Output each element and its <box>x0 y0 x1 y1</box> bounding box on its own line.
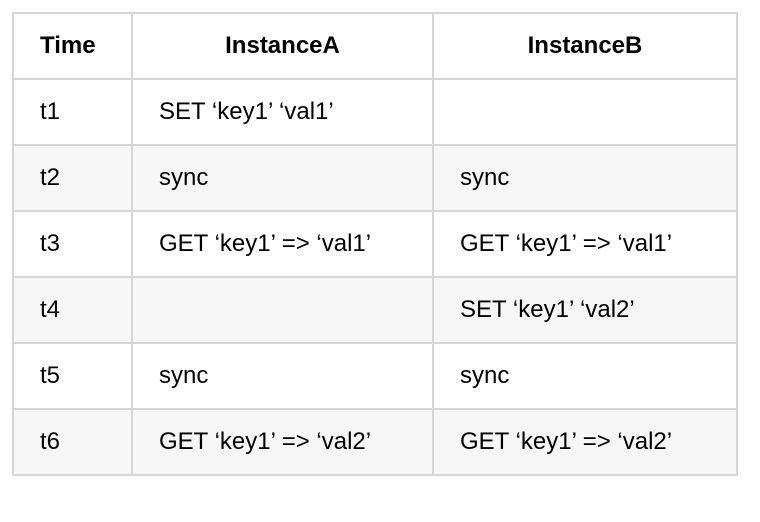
table-row: t1 SET ‘key1’ ‘val1’ <box>12 78 738 146</box>
time-cell: t3 <box>12 210 133 278</box>
time-cell: t5 <box>12 342 133 410</box>
time-cell: t1 <box>12 78 133 146</box>
time-cell: t4 <box>12 276 133 344</box>
timeline-table-container: Time InstanceA InstanceB t1 SET ‘key1’ ‘… <box>12 12 738 476</box>
instance-a-cell: sync <box>131 144 434 212</box>
timeline-table: Time InstanceA InstanceB t1 SET ‘key1’ ‘… <box>12 12 738 476</box>
instance-a-cell <box>131 276 434 344</box>
instance-a-cell: SET ‘key1’ ‘val1’ <box>131 78 434 146</box>
instance-b-cell: sync <box>432 342 738 410</box>
column-header-instance-b: InstanceB <box>432 12 738 80</box>
table-row: t4 SET ‘key1’ ‘val2’ <box>12 276 738 344</box>
instance-b-cell: GET ‘key1’ => ‘val1’ <box>432 210 738 278</box>
table-body: t1 SET ‘key1’ ‘val1’ t2 sync sync t3 GET… <box>12 78 738 476</box>
time-cell: t6 <box>12 408 133 476</box>
table-row: t5 sync sync <box>12 342 738 410</box>
table-header: Time InstanceA InstanceB <box>12 12 738 80</box>
header-row: Time InstanceA InstanceB <box>12 12 738 80</box>
table-row: t3 GET ‘key1’ => ‘val1’ GET ‘key1’ => ‘v… <box>12 210 738 278</box>
instance-a-cell: GET ‘key1’ => ‘val2’ <box>131 408 434 476</box>
time-cell: t2 <box>12 144 133 212</box>
instance-b-cell: SET ‘key1’ ‘val2’ <box>432 276 738 344</box>
column-header-instance-a: InstanceA <box>131 12 434 80</box>
instance-b-cell: sync <box>432 144 738 212</box>
column-header-time: Time <box>12 12 133 80</box>
table-row: t2 sync sync <box>12 144 738 212</box>
table-row: t6 GET ‘key1’ => ‘val2’ GET ‘key1’ => ‘v… <box>12 408 738 476</box>
instance-a-cell: sync <box>131 342 434 410</box>
instance-a-cell: GET ‘key1’ => ‘val1’ <box>131 210 434 278</box>
instance-b-cell <box>432 78 738 146</box>
instance-b-cell: GET ‘key1’ => ‘val2’ <box>432 408 738 476</box>
